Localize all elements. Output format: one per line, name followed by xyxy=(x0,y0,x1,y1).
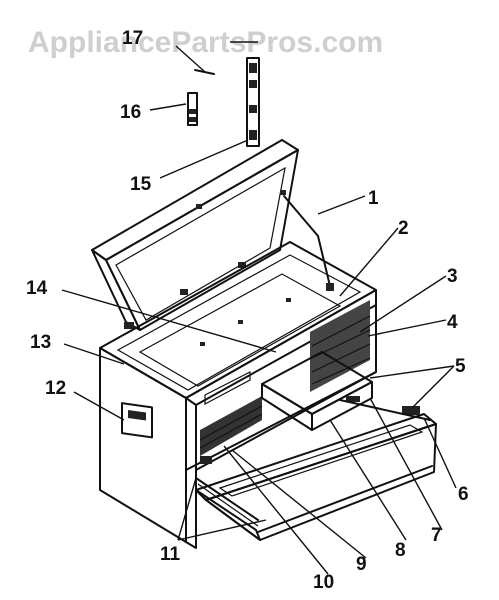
callout-9: 9 xyxy=(356,554,367,575)
part-9-drawer xyxy=(195,406,437,541)
lid xyxy=(91,139,299,331)
callout-3: 3 xyxy=(447,266,458,287)
callout-10: 10 xyxy=(313,572,334,593)
leader-lines xyxy=(61,41,457,575)
callout-12: 12 xyxy=(45,378,66,399)
callout-15: 15 xyxy=(130,174,152,195)
callout-8: 8 xyxy=(395,540,406,561)
callout-4: 4 xyxy=(447,312,458,333)
callout-13: 13 xyxy=(30,332,51,353)
callout-14: 14 xyxy=(26,278,48,299)
callout-6: 6 xyxy=(458,484,469,505)
callout-2: 2 xyxy=(398,218,409,239)
drawer-cavity xyxy=(195,300,377,471)
callout-5: 5 xyxy=(455,356,466,377)
callout-labels: 17 16 15 1 2 3 4 5 6 7 8 9 10 11 12 13 1… xyxy=(26,28,469,593)
callout-1: 1 xyxy=(368,188,379,209)
part-16-latch xyxy=(187,92,198,126)
callout-11: 11 xyxy=(160,544,181,565)
callout-17: 17 xyxy=(122,28,143,49)
part-8-tray xyxy=(261,351,373,431)
callout-7: 7 xyxy=(431,525,442,546)
drawer-slides xyxy=(195,399,431,527)
part-15-stay-strip xyxy=(246,57,260,147)
watermark-text: AppliancePartsPros.com xyxy=(28,26,383,59)
callout-16: 16 xyxy=(120,102,141,123)
